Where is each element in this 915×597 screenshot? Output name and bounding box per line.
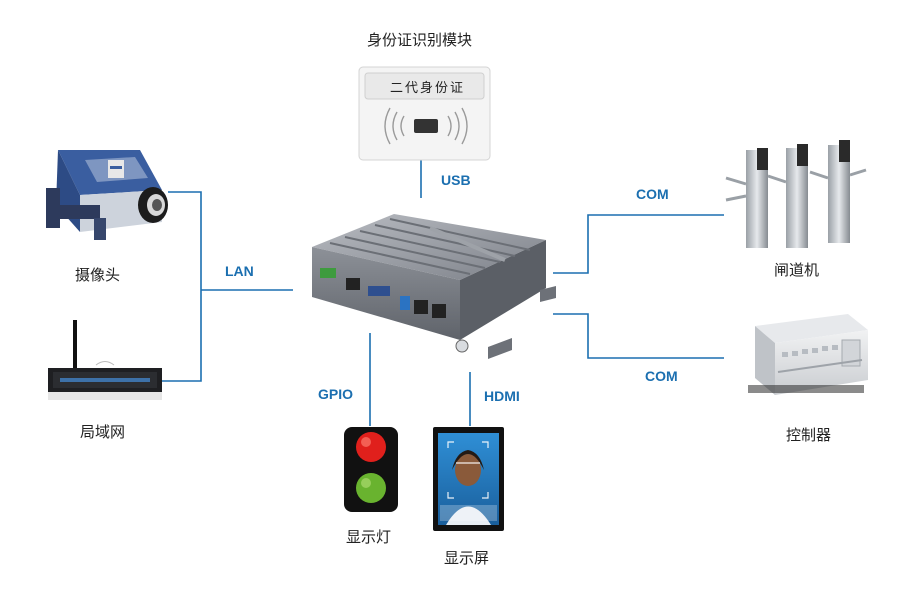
id-card-reader-icon [358,66,491,161]
box-pc-icon [312,214,556,359]
com-controller-connection-label: COM [645,368,678,384]
lan-line [160,191,293,382]
com-gate-connection-label: COM [636,186,669,202]
id-module-label: 身份证识别模块 [367,31,473,49]
connection-lines [160,160,724,426]
display-label: 显示屏 [444,549,490,567]
router-icon [48,320,162,400]
camera-icon [46,150,168,240]
lan-router-label: 局域网 [80,423,126,441]
turnstile-gate-icon [725,140,867,248]
signal-light-label: 显示灯 [346,528,392,546]
camera-label: 摄像头 [75,266,121,284]
com-gate-line [553,214,724,274]
signal-light-icon [344,427,398,512]
controller-label: 控制器 [786,426,832,444]
com-controller-line [553,313,724,359]
display-screen-icon [433,427,504,531]
usb-connection-label: USB [441,172,471,188]
lan-connection-label: LAN [225,263,254,279]
gate-label: 闸道机 [774,261,820,279]
gpio-connection-label: GPIO [318,386,354,402]
id-card-text: 二代身份证 [390,81,466,96]
hdmi-connection-label: HDMI [484,388,520,404]
controller-icon [748,314,868,395]
